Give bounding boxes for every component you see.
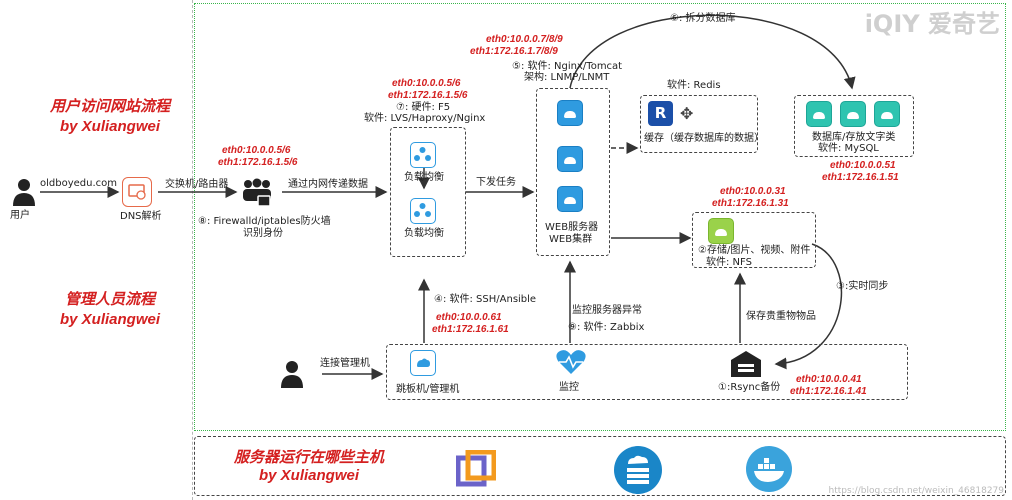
web-arch: 架构: LNMP/LNMT [524,72,610,83]
cloud-server-icon [614,446,662,494]
nfs-ip-eth0: eth0:10.0.0.31 [720,186,786,197]
save-note: 保存贵重物物品 [746,311,816,322]
web-server-2-icon [557,146,583,172]
nfs-software: 软件: NFS [706,257,752,268]
lb-software: 软件: LVS/Haproxy/Nginx [364,113,486,124]
monitor-label: 监控 [559,382,579,393]
redis-icon: R [648,101,673,126]
cache-software: 软件: Redis [667,80,721,91]
split-db-label: ⑥: 拆分数据库 [670,13,736,24]
admin-flow-title: 管理人员流程 [64,291,155,308]
admin-group [386,344,908,400]
zabbix-label: ⑨: 软件: Zabbix [568,322,645,333]
web-ip-eth1: eth1:172.16.1.7/8/9 [470,46,558,57]
db-1-icon [806,101,832,127]
lb-node-1-label: 负载均衡 [404,172,444,183]
lb-to-web-label: 下发任务 [476,177,516,188]
firewall-users-icon [240,178,274,208]
user-icon [12,178,36,208]
web-label-2: WEB集群 [549,234,593,245]
monitor-heart-icon [555,348,587,376]
vmware-icon [455,449,497,490]
db-ip-eth1: eth1:172.16.1.51 [822,172,899,183]
nfs-storage-icon [708,218,734,244]
web-server-3-icon [557,186,583,212]
rsync-ip-eth1: eth1:172.16.1.41 [790,386,867,397]
docker-icon [746,446,792,492]
ansible-label: ④: 软件: SSH/Ansible [434,294,537,305]
web-ip-eth0: eth0:10.0.0.7/8/9 [486,34,563,45]
db-label: 数据库/存放文字类 [812,132,896,143]
warehouse-icon [730,350,762,378]
admin-user-icon [280,360,304,390]
lb-group [390,127,466,257]
rsync-ip-eth0: eth0:10.0.0.41 [796,374,862,385]
firewall-desc-2: 识别身份 [243,228,283,239]
hosts-author: by Xuliangwei [258,467,360,484]
web-server-1-icon [557,100,583,126]
watermark: iQIY 爱奇艺 [864,10,1000,38]
move-icon: ✥ [680,104,694,123]
user-flow-author: by Xuliangwei [59,118,161,135]
nfs-label: ②存储/图片、视频、附件 [698,245,811,256]
web-software: ⑤: 软件: Nginx/Tomcat [512,61,623,72]
firewall-to-lb-label: 通过内网传递数据 [288,179,368,190]
jump-host-icon [410,350,436,376]
admin-flow-author: by Xuliangwei [59,311,161,328]
rsync-label: ①:Rsync备份 [718,382,781,393]
nfs-ip-eth1: eth1:172.16.1.31 [712,198,789,209]
lb-node-1-icon [410,142,436,168]
db-2-icon [840,101,866,127]
cache-label: 缓存（缓存数据库的数据） [644,133,764,144]
user-label: 用户 [10,210,30,221]
db-software: 软件: MySQL [818,143,879,154]
realtime-sync-label: ③:实时同步 [836,281,889,292]
db-3-icon [874,101,900,127]
dns-icon [122,177,152,207]
monitor-note: 监控服务器异常 [572,305,642,316]
lb-ip-eth1: eth1:172.16.1.5/6 [388,90,468,101]
bottom-watermark: https://blog.csdn.net/weixin_46818279 [828,486,1004,496]
connect-label: 连接管理机 [320,358,370,369]
left-guide-line [192,0,193,500]
jump-label: 跳板机/管理机 [396,384,460,395]
lb-node-2-icon [410,198,436,224]
db-ip-eth0: eth0:10.0.0.51 [830,160,896,171]
lb-node-2-label: 负载均衡 [404,228,444,239]
firewall-ip-eth0: eth0:10.0.0.5/6 [222,145,291,156]
firewall-desc: ⑧: Firewalld/iptables防火墙 [198,216,331,227]
db-group [794,95,914,157]
nfs-group [692,212,816,268]
main-area-frame [194,3,1006,431]
cache-group [640,95,758,153]
web-group [536,88,610,256]
lb-hardware: ⑦: 硬件: F5 [396,102,451,113]
user-flow-title: 用户访问网站流程 [49,98,170,115]
hosts-title: 服务器运行在哪些主机 [233,449,384,466]
jump-ip-eth0: eth0:10.0.0.61 [436,312,502,323]
user-domain: oldboyedu.com [40,178,118,189]
jump-ip-eth1: eth1:172.16.1.61 [432,324,509,335]
dns-label: DNS解析 [120,211,162,222]
router-label: 交换机/路由器 [165,179,229,190]
lb-ip-eth0: eth0:10.0.0.5/6 [392,78,461,89]
firewall-ip-eth1: eth1:172.16.1.5/6 [218,157,298,168]
hosts-group [194,436,1006,496]
web-label: WEB服务器 [545,222,599,233]
